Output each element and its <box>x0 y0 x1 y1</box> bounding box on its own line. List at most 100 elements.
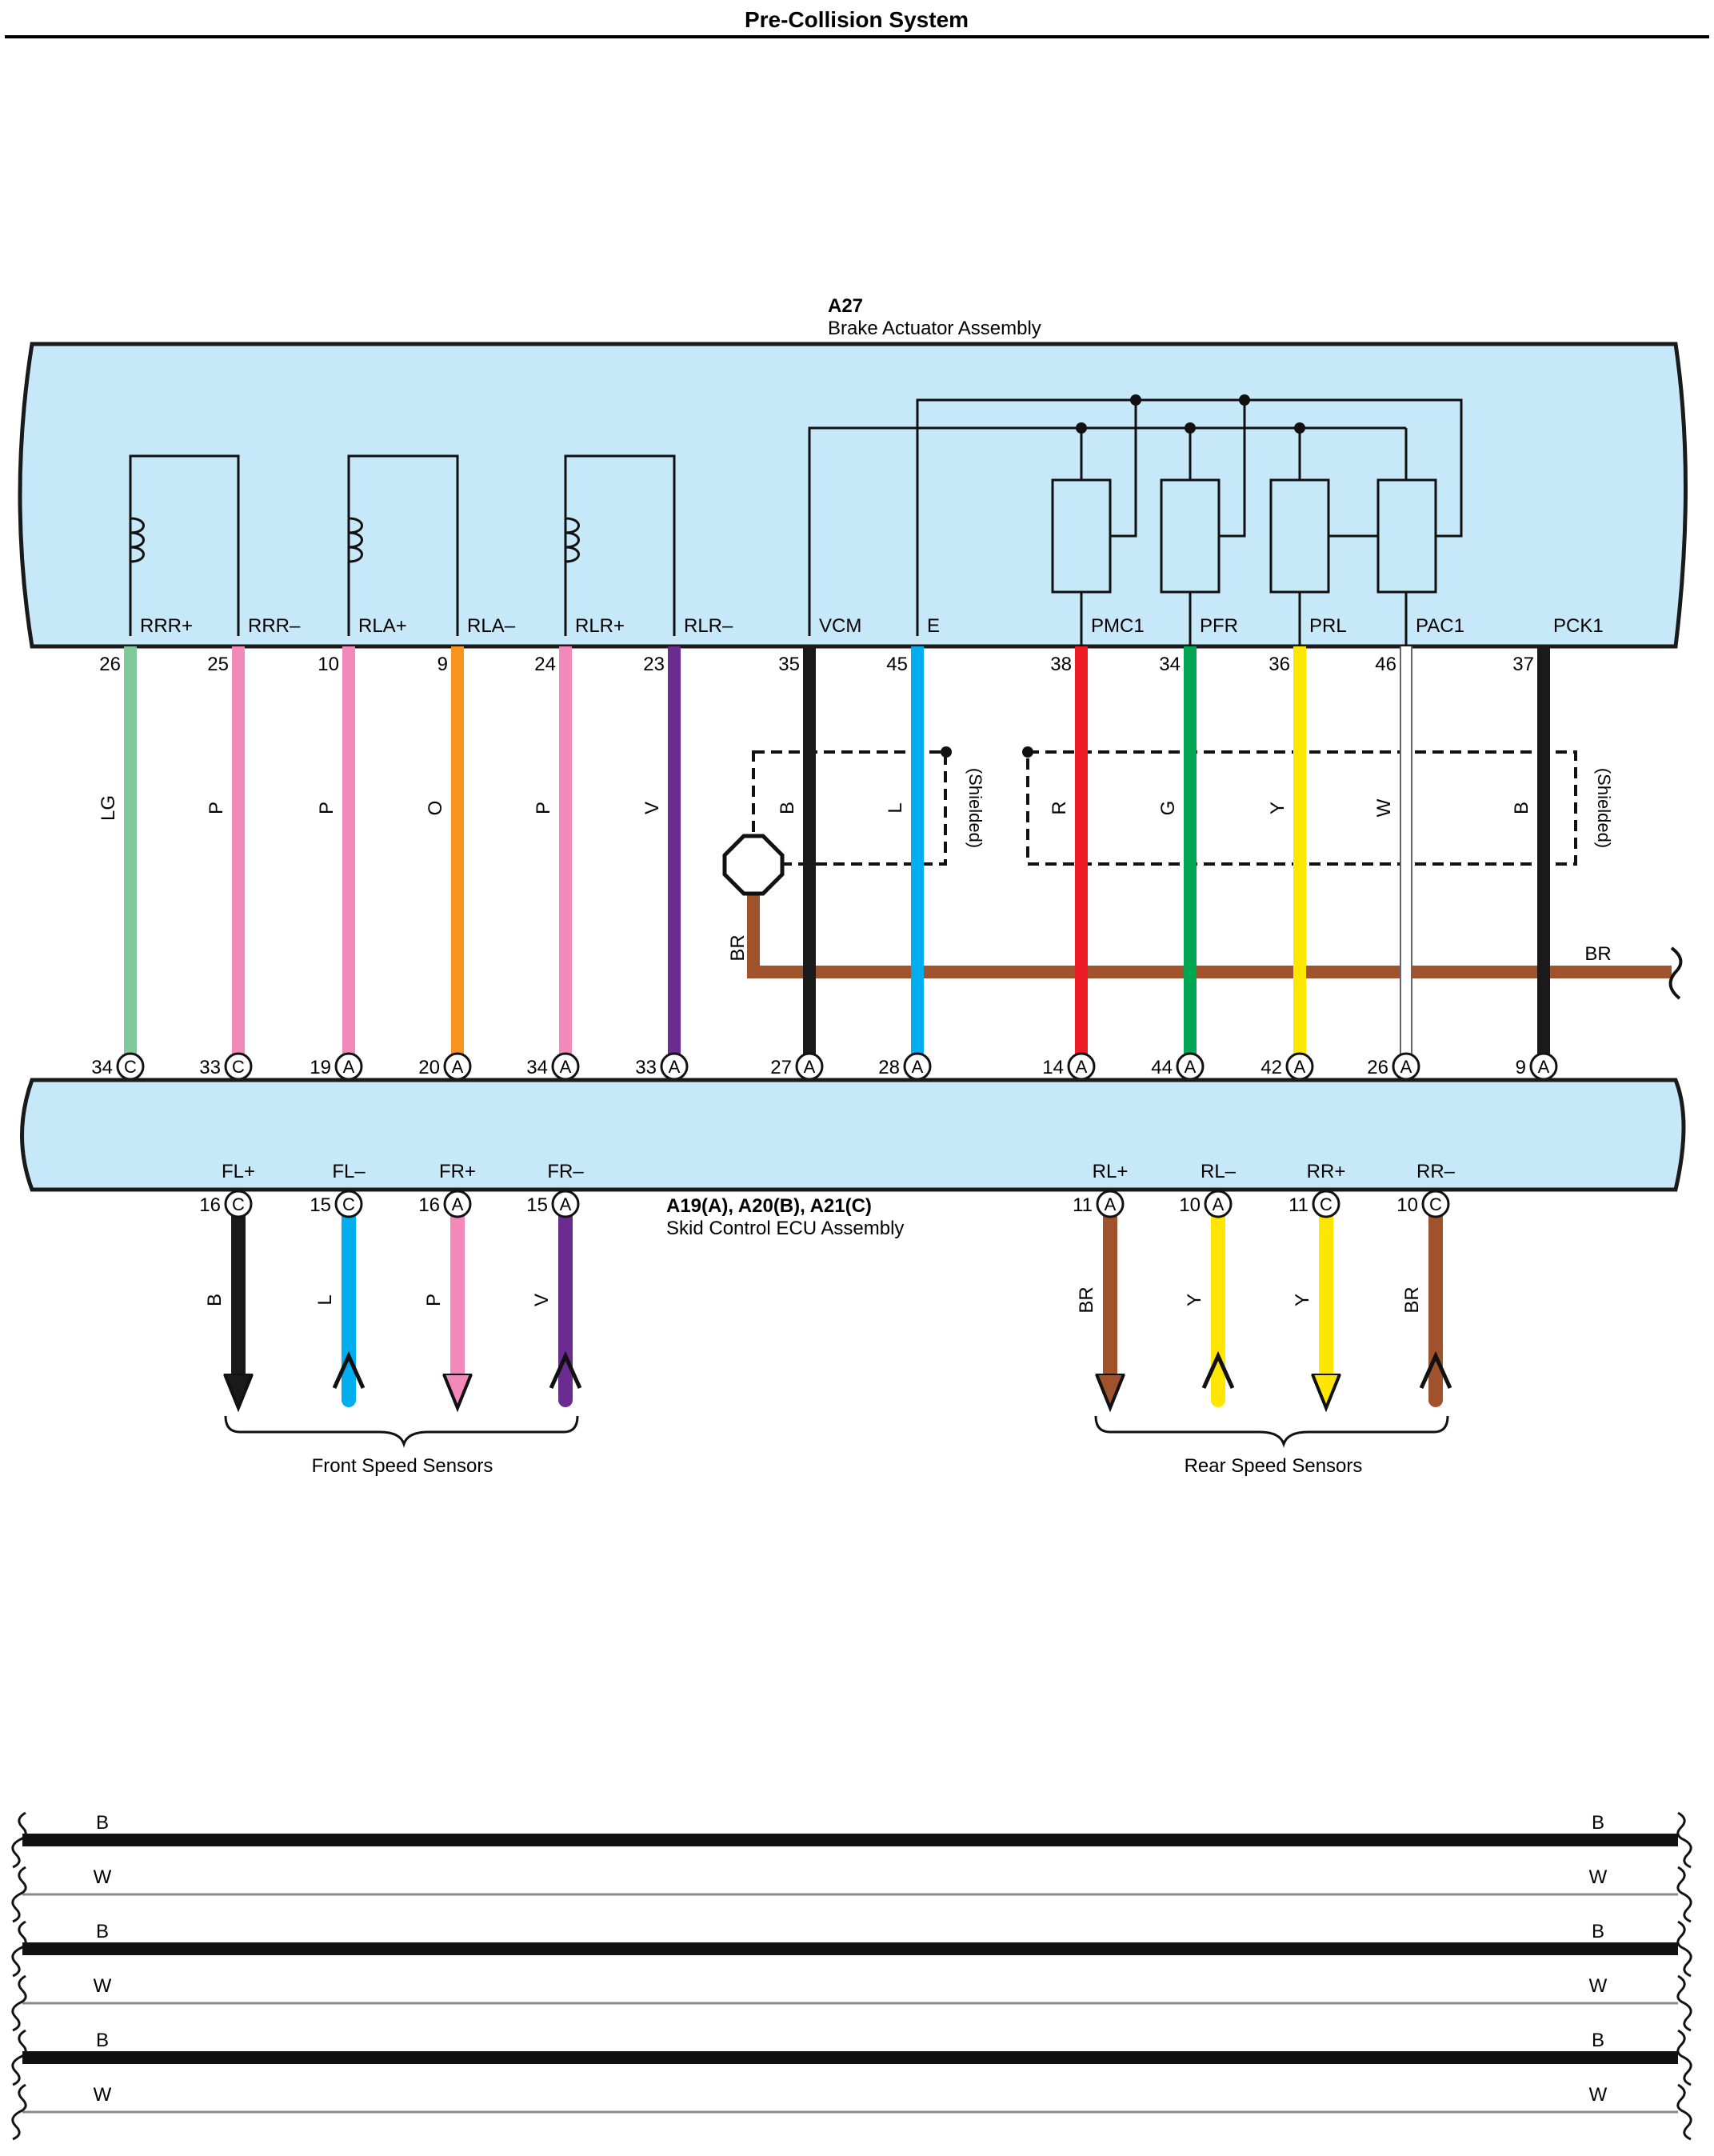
solenoid-coils <box>129 454 676 636</box>
wire-7: E45LA28E <box>878 615 940 1111</box>
wire-11-top-pin: 46 <box>1375 654 1396 675</box>
rear-sensor-wire-0-pin: 11 <box>1073 1194 1093 1216</box>
rear-sensor-wire-2-pin: 11 <box>1288 1194 1308 1216</box>
wire-10-top-label: PRL <box>1309 615 1347 637</box>
wire-11-color-code: W <box>1373 798 1395 817</box>
wire-11-top-label: PAC1 <box>1416 615 1464 637</box>
coil-icon-1 <box>348 517 363 563</box>
wire-9-top-pin: 34 <box>1159 654 1181 675</box>
rear-sensor-wire-0-label: RL+ <box>1093 1161 1129 1182</box>
ecu-code: A19(A), A20(B), A21(C) <box>666 1195 872 1217</box>
bus-line-5-label-right: W <box>1589 2084 1608 2106</box>
bus-line-2-label-left: B <box>96 1921 109 1942</box>
ground-wire-label-left: BR <box>727 934 749 961</box>
wire-4-bottom-pin: 34 <box>526 1057 548 1078</box>
wire-10-top-pin: 36 <box>1269 654 1290 675</box>
wire-3-color-code: O <box>425 801 446 816</box>
bus-line-4-break-left <box>11 2029 27 2086</box>
rear-sensor-wire-1-pin: 10 <box>1179 1194 1201 1216</box>
wire-8-color-code: R <box>1049 801 1070 814</box>
rear-sensor-wire-2-connector-icon <box>1312 1190 1340 1218</box>
front-sensor-wire-1-color-code: L <box>314 1294 336 1305</box>
wire-1-color-code: P <box>206 802 227 814</box>
ground-wire-label-right: BR <box>1584 943 1611 965</box>
wire-3-top-label: RLA– <box>467 615 516 637</box>
bus-line-1-break-right <box>1676 1866 1692 1923</box>
wire-0-top-label: RRR+ <box>140 615 193 637</box>
bus-line-4-label-right: B <box>1592 2030 1604 2051</box>
rear-sensor-wire-1-connector-letter: A <box>1213 1194 1225 1214</box>
wire-12-bottom-pin: 9 <box>1516 1057 1526 1078</box>
wire-9-color-code: G <box>1157 801 1179 816</box>
wire-12-top-label: PCK1 <box>1553 615 1604 637</box>
front-sensor-wire-0-label: FL+ <box>222 1161 255 1182</box>
rear-sensor-wire-2-color-code: Y <box>1292 1294 1313 1306</box>
wire-12-color-code: B <box>1511 802 1532 814</box>
wire-3-bottom-connector-letter: A <box>452 1057 464 1077</box>
rear-sensor-wire-3-pin: 10 <box>1396 1194 1418 1216</box>
shield-label-right: (Shielded) <box>1594 768 1614 848</box>
coil-icon-2 <box>565 517 580 563</box>
bus-line-3-break-left <box>11 1974 27 2032</box>
actuator-code: A27 <box>828 295 863 317</box>
pressure-sensor-circuit <box>808 398 1463 646</box>
wire-7-top-pin: 45 <box>886 654 908 675</box>
wire-6-color-code: B <box>777 802 798 814</box>
wire-4-color-code: P <box>533 802 554 814</box>
wire-1: RRR–25PC33RRR– <box>199 615 301 1111</box>
bus-line-0-break-left <box>11 1811 27 1869</box>
wire-0-bottom-connector-letter: C <box>124 1057 137 1077</box>
wire-9-bottom-pin: 44 <box>1151 1057 1173 1078</box>
bus-line-3-break-right <box>1676 1974 1692 2032</box>
front-sensor-wire-1-arrow-up-icon <box>332 1350 366 1390</box>
rear-sensor-wire-3-color-code: BR <box>1401 1286 1423 1313</box>
wire-1-top-label: RRR– <box>248 615 301 637</box>
front-sensor-wire-3-label: FR– <box>547 1161 584 1182</box>
rear-sensor-wire-2-connector-letter: C <box>1320 1194 1332 1214</box>
front-sensor-wire-0-connector-letter: C <box>232 1194 245 1214</box>
bus-line-4-label-left: B <box>96 2030 109 2051</box>
rear-sensor-wire-0-connector-icon <box>1096 1190 1125 1218</box>
rear-sensor-wire-3-connector-letter: C <box>1429 1194 1442 1214</box>
ground-wire-break <box>1668 946 1683 1000</box>
front-sensor-wire-0-arrowhead <box>223 1374 254 1413</box>
wire-2-color-code: P <box>316 802 338 814</box>
bus-line-5-label-left: W <box>94 2084 112 2106</box>
wire-5-bottom-pin: 33 <box>635 1057 657 1078</box>
rear-sensors-brace <box>1094 1415 1449 1448</box>
front-sensor-wire-1-connector-icon <box>334 1190 363 1218</box>
wire-11-bottom-pin: 26 <box>1367 1057 1388 1078</box>
rear-speed-sensors-label: Rear Speed Sensors <box>1185 1455 1363 1477</box>
front-sensor-wire-3-connector-icon <box>551 1190 580 1218</box>
rear-sensor-wire-2-arrowhead <box>1311 1374 1341 1413</box>
wire-12-bottom-connector-letter: A <box>1538 1057 1550 1077</box>
wire-7-bottom-connector-letter: A <box>912 1057 924 1077</box>
wire-8-top-pin: 38 <box>1050 654 1072 675</box>
wire-3-top-pin: 9 <box>437 654 448 675</box>
wire-5: RLR–23VA33RLR– <box>635 615 733 1111</box>
bus-line-2-break-right <box>1676 1920 1692 1978</box>
wire-11-bottom-connector-letter: A <box>1400 1057 1412 1077</box>
wire-8: PMC138RA14PMC1 <box>1042 615 1144 1111</box>
shield-label-left: (Shielded) <box>965 768 985 848</box>
bus-line-2-label-right: B <box>1592 1921 1604 1942</box>
wire-1-top-pin: 25 <box>207 654 229 675</box>
front-sensor-wire-0-color-code: B <box>204 1294 226 1306</box>
wire-6-top-label: VCM <box>819 615 861 637</box>
rear-sensor-wire-0-color-code: BR <box>1076 1286 1097 1313</box>
rear-sensor-wire-1-connector-icon <box>1204 1190 1233 1218</box>
front-speed-sensors-label: Front Speed Sensors <box>312 1455 493 1477</box>
rear-sensor-wire-3-label: RR– <box>1416 1161 1456 1182</box>
wire-1-bottom-connector-letter: C <box>232 1057 245 1077</box>
wire-5-top-label: RLR– <box>684 615 733 637</box>
front-sensor-wire-2-connector-icon <box>443 1190 472 1218</box>
